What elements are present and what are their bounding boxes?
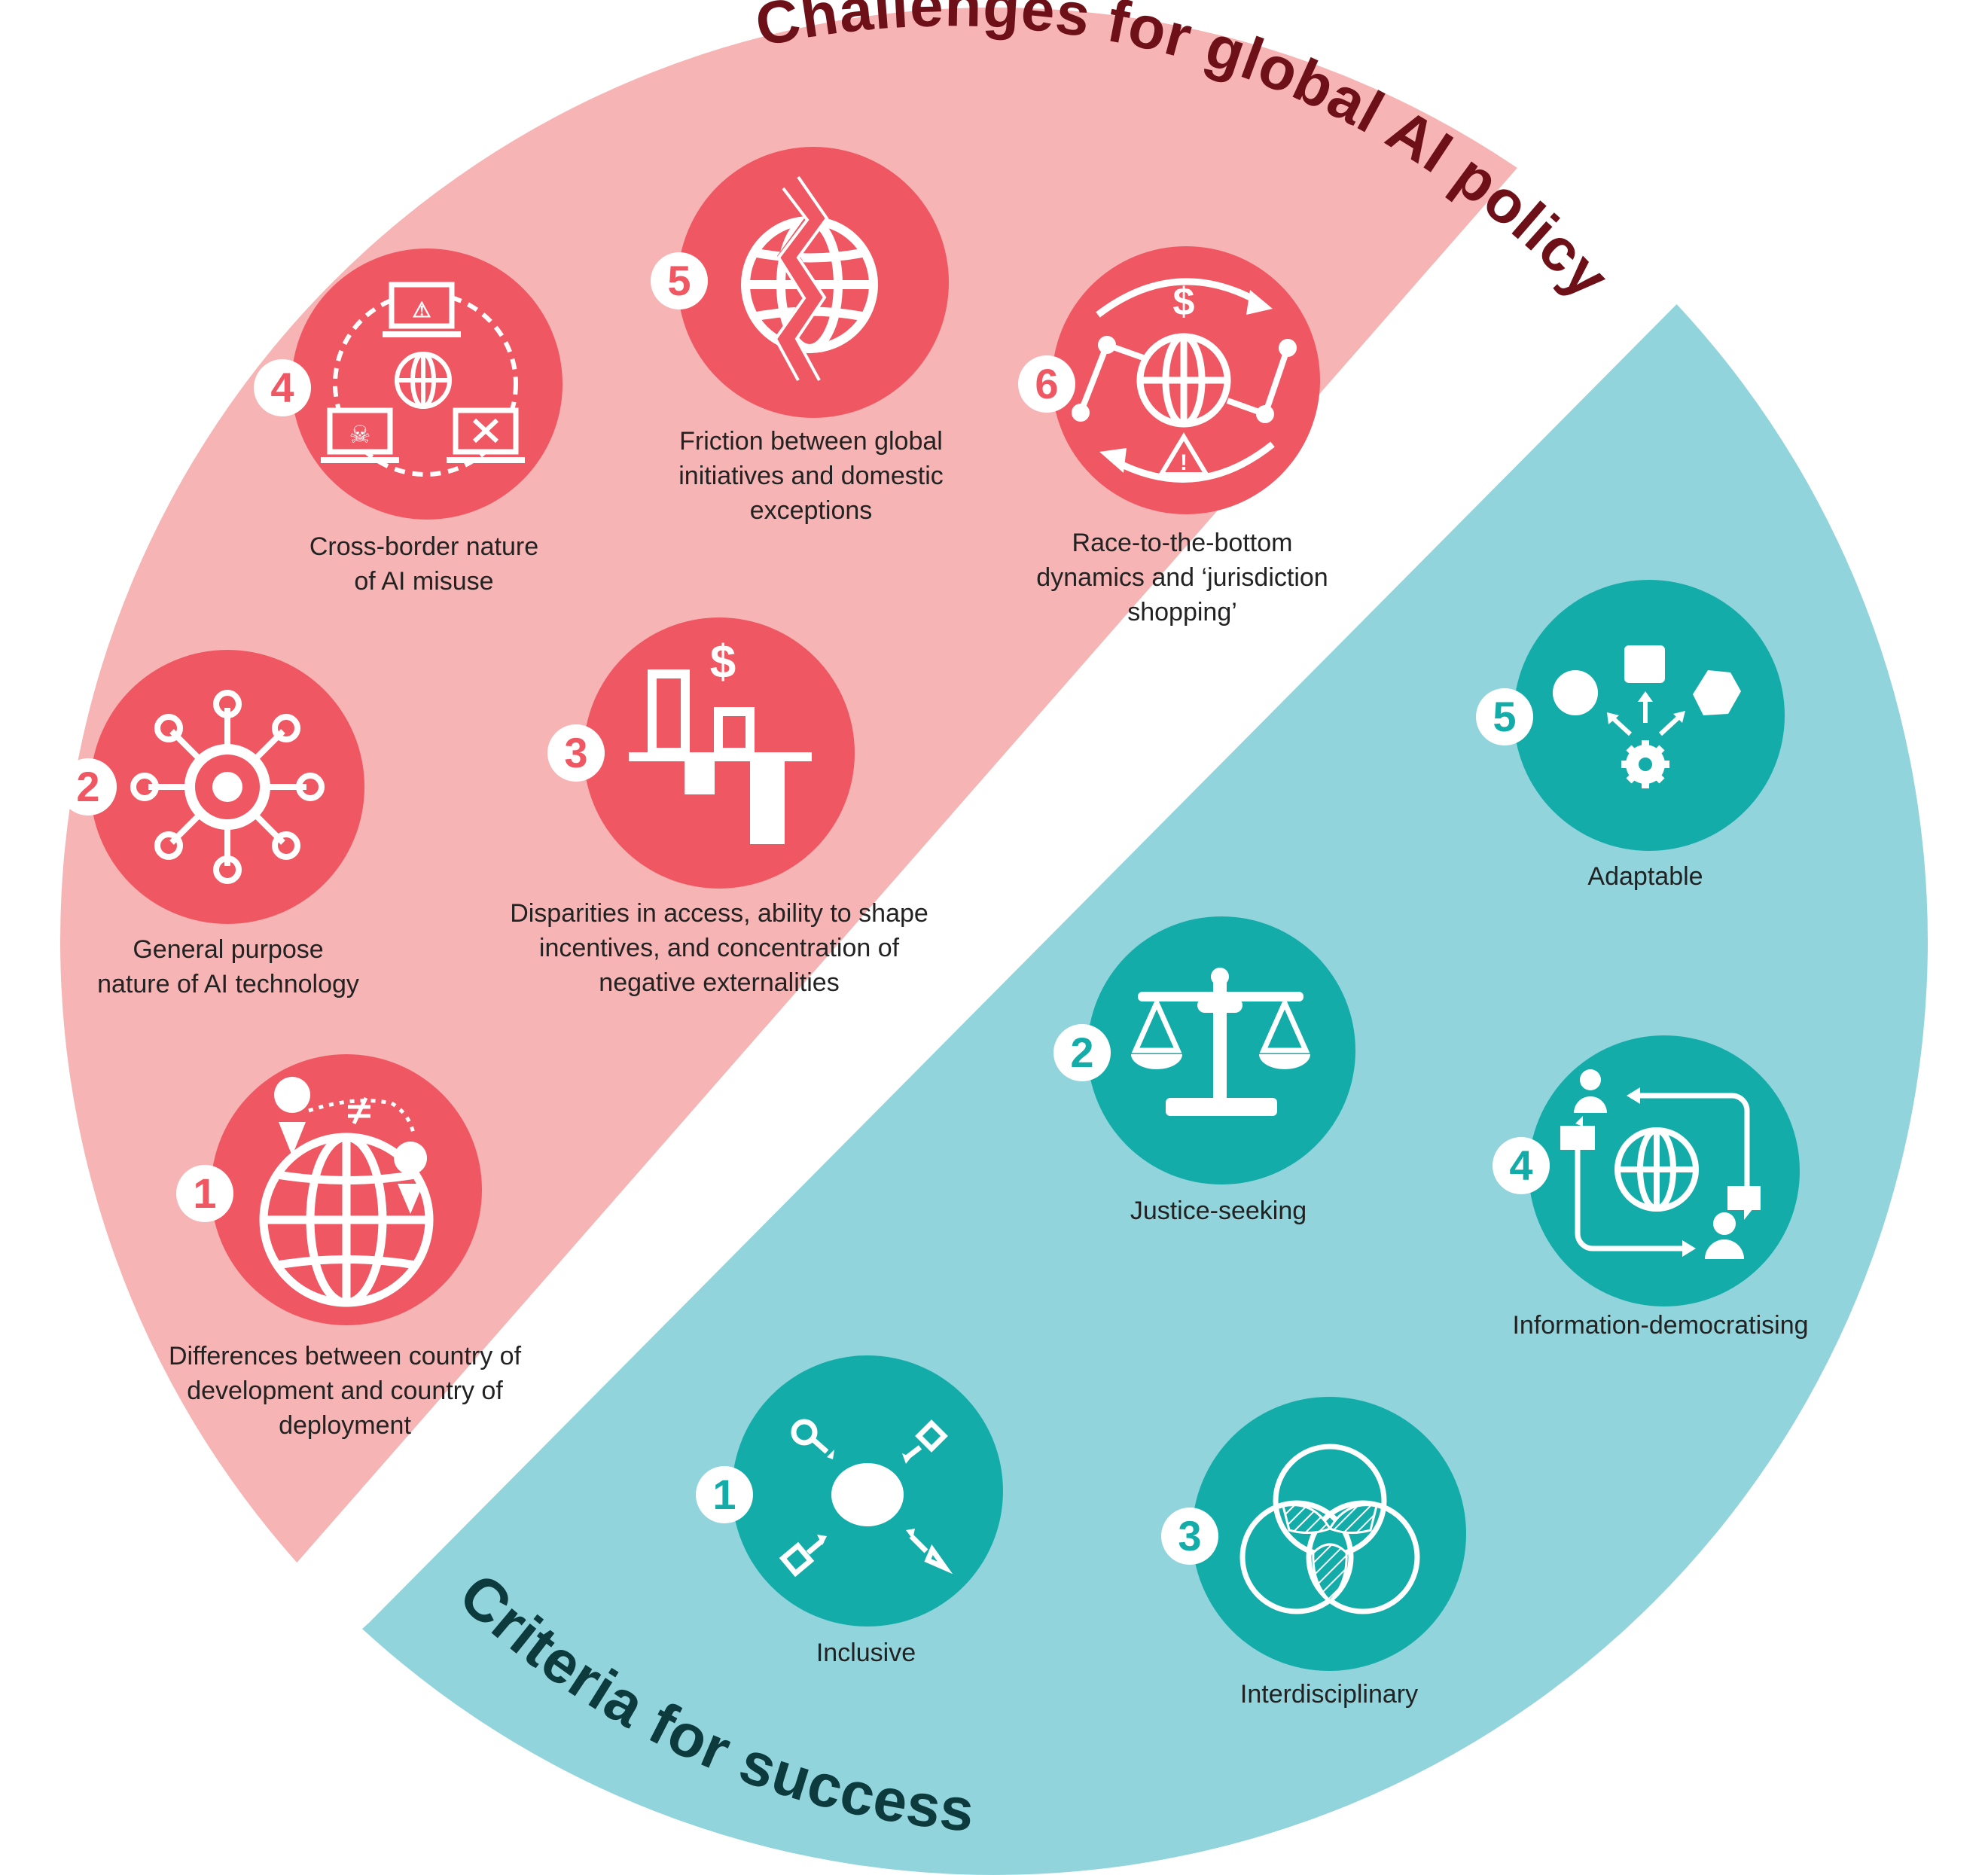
challenge-4-number: 4 xyxy=(270,364,294,411)
challenge-3-number: 3 xyxy=(564,729,587,776)
criterion-3-number: 3 xyxy=(1178,1512,1201,1559)
challenge-4: ⚠ ☠ 4 xyxy=(254,248,563,520)
challenge-2-number: 2 xyxy=(76,763,99,810)
challenge-3: $ 3 xyxy=(547,617,855,889)
dollar-bars-icon: $ xyxy=(629,636,812,844)
criterion-3-label: Interdisciplinary xyxy=(1239,1680,1419,1709)
criterion-2-number: 2 xyxy=(1070,1029,1093,1076)
svg-text:!: ! xyxy=(1180,450,1188,475)
criterion-4-number: 4 xyxy=(1509,1142,1532,1189)
challenge-5: 5 xyxy=(651,147,949,418)
criterion-2: 2 xyxy=(1053,916,1355,1184)
svg-text:☠: ☠ xyxy=(349,421,371,448)
converging-shapes-icon xyxy=(779,1419,953,1578)
gear-network-icon xyxy=(130,690,325,884)
svg-text:$: $ xyxy=(1173,280,1195,324)
dollar-globe-cycle-icon: $ ! xyxy=(1072,278,1297,483)
svg-text:⚠: ⚠ xyxy=(412,298,431,322)
challenge-6: $ ! 6 xyxy=(1018,246,1320,514)
challenge-1-number: 1 xyxy=(193,1169,216,1217)
challenge-2-label: General purpose nature of AI technology xyxy=(97,935,359,998)
criterion-4-label: Information-democratising xyxy=(1512,1311,1809,1340)
challenge-6-number: 6 xyxy=(1035,360,1058,407)
laptops-globe-network-icon: ⚠ ☠ xyxy=(321,282,525,477)
challenge-4-label: Cross-border nature of AI misuse xyxy=(309,532,539,596)
criterion-5-number: 5 xyxy=(1493,693,1516,740)
svg-text:$: $ xyxy=(710,636,736,688)
challenge-5-number: 5 xyxy=(667,257,691,304)
challenge-1-label: Differences between country of developme… xyxy=(168,1342,522,1440)
criterion-5-label: Adaptable xyxy=(1587,862,1703,891)
challenge-3-label: Disparities in access, ability to shape … xyxy=(510,899,928,997)
split-globe-icon xyxy=(741,173,878,384)
criterion-2-label: Justice-seeking xyxy=(1130,1197,1307,1225)
criterion-5: 5 xyxy=(1476,580,1785,851)
challenge-6-label: Race-to-the-bottom dynamics and ‘jurisdi… xyxy=(1036,529,1328,627)
criterion-1-label: Inclusive xyxy=(816,1639,916,1667)
challenge-5-label: Friction between global initiatives and … xyxy=(678,427,944,525)
criterion-1: 1 xyxy=(696,1355,1003,1627)
people-globe-exchange-icon xyxy=(1560,1069,1761,1259)
scales-of-justice-icon xyxy=(1131,968,1310,1116)
criterion-1-number: 1 xyxy=(712,1471,736,1518)
challenge-1: 1 xyxy=(176,1054,482,1325)
globe-location-not-equal-icon xyxy=(259,1099,434,1307)
criterion-4: 4 xyxy=(1493,1035,1800,1306)
gear-shapes-icon xyxy=(1553,645,1741,788)
criterion-3: 3 xyxy=(1161,1397,1466,1671)
challenge-2: 2 xyxy=(59,650,364,924)
venn-diagram-icon xyxy=(1239,1444,1420,1614)
